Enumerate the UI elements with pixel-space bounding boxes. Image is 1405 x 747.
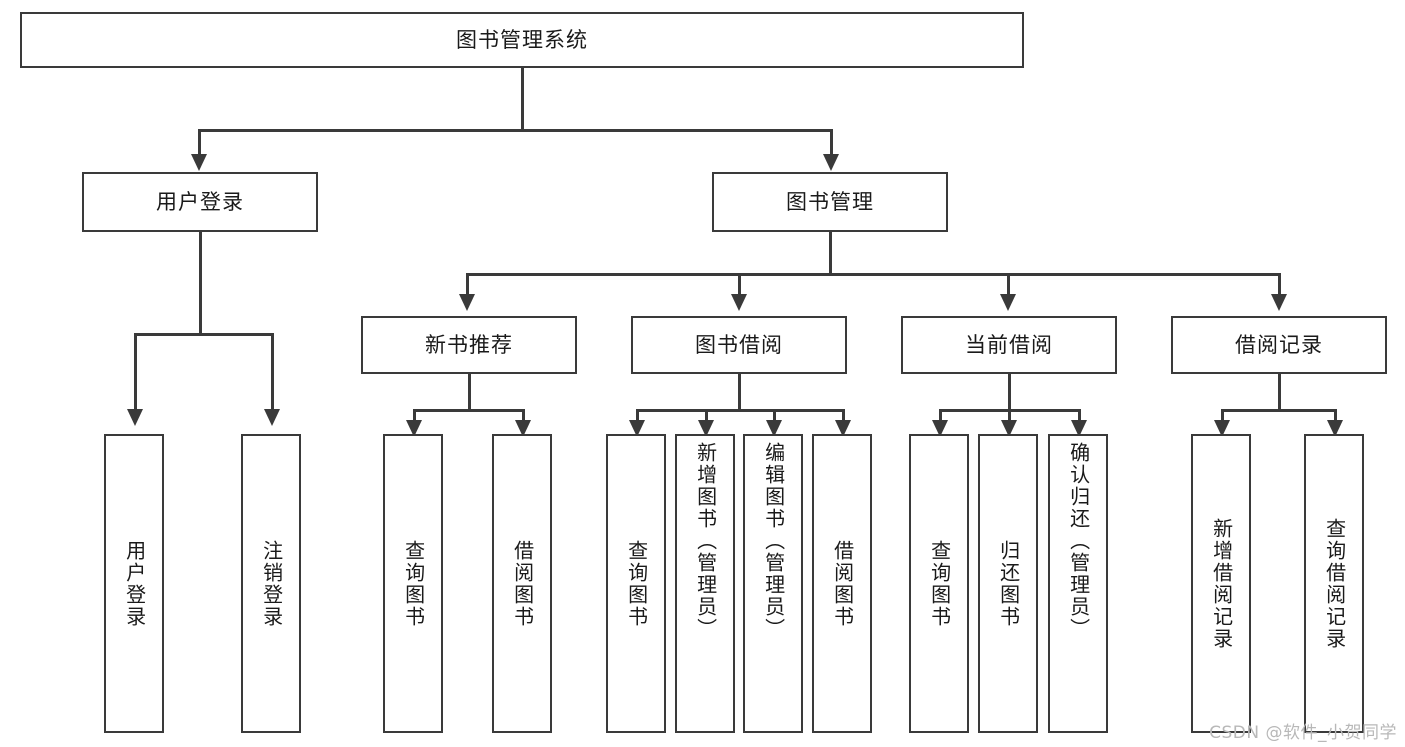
leaf-label: 查询图书	[624, 539, 649, 628]
arrowhead-book-mgmt	[823, 154, 839, 171]
leaf-new-book-query-book[interactable]: 查询图书	[383, 434, 443, 733]
arrowhead-new-book-leaf-1	[406, 420, 422, 437]
leaf-label: 查询图书	[401, 539, 426, 628]
connector-root-stem	[521, 68, 524, 131]
connector-drop-book-borrow-leaf-4	[842, 409, 845, 421]
connector-current-borrow-stem	[1008, 374, 1011, 411]
arrowhead-current-borrow-leaf-3	[1071, 420, 1087, 437]
connector-book-mgmt-stem	[829, 232, 832, 275]
arrowhead-book-borrow	[731, 294, 747, 311]
node-label: 图书管理	[786, 189, 874, 214]
connector-drop-new-book-leaf-2	[522, 409, 525, 421]
connector-new-book-bus	[414, 409, 524, 412]
connector-drop-book-borrow-leaf-1	[636, 409, 639, 421]
connector-drop-new-book-leaf-1	[413, 409, 416, 421]
connector-drop-user-login-leaf-2	[271, 333, 274, 410]
leaf-label: 确认归还（管理员）	[1066, 442, 1091, 640]
arrowhead-borrow-record-leaf-1	[1214, 420, 1230, 437]
node-label: 图书管理系统	[456, 27, 588, 52]
leaf-book-borrow-borrow-book[interactable]: 借阅图书	[812, 434, 872, 733]
leaf-label: 注销登录	[259, 539, 284, 628]
arrowhead-current-borrow-leaf-2	[1001, 420, 1017, 437]
connector-drop-book-borrow-leaf-3	[773, 409, 776, 421]
node-label: 图书借阅	[695, 332, 783, 357]
connector-drop-new-book	[466, 273, 469, 295]
leaf-book-borrow-add-book[interactable]: 新增图书（管理员）	[675, 434, 735, 733]
leaf-current-borrow-confirm-return[interactable]: 确认归还（管理员）	[1048, 434, 1108, 733]
leaf-label: 新增借阅记录	[1209, 517, 1234, 650]
connector-borrow-record-bus	[1222, 409, 1336, 412]
connector-root-bus	[198, 129, 833, 132]
arrowhead-current-borrow	[1000, 294, 1016, 311]
connector-drop-book-borrow	[738, 273, 741, 295]
leaf-label: 查询借阅记录	[1322, 517, 1347, 650]
node-label: 当前借阅	[965, 332, 1053, 357]
arrowhead-user-login-leaf-1	[127, 409, 143, 426]
arrowhead-borrow-record	[1271, 294, 1287, 311]
connector-book-borrow-stem	[738, 374, 741, 411]
leaf-current-borrow-return-book[interactable]: 归还图书	[978, 434, 1038, 733]
connector-borrow-record-stem	[1278, 374, 1281, 411]
connector-drop-current-borrow-leaf-3	[1078, 409, 1081, 421]
arrowhead-user-login-leaf-2	[264, 409, 280, 426]
leaf-label: 借阅图书	[830, 539, 855, 628]
arrowhead-book-borrow-leaf-1	[629, 420, 645, 437]
connector-drop-user-login-leaf-1	[134, 333, 137, 410]
leaf-borrow-record-add-record[interactable]: 新增借阅记录	[1191, 434, 1251, 733]
connector-drop-user-login	[198, 129, 201, 155]
connector-drop-current-borrow	[1007, 273, 1010, 295]
arrowhead-new-book-leaf-2	[515, 420, 531, 437]
connector-drop-borrow-record-leaf-2	[1334, 409, 1337, 421]
leaf-borrow-record-query-record[interactable]: 查询借阅记录	[1304, 434, 1364, 733]
node-book-management[interactable]: 图书管理	[712, 172, 948, 232]
connector-drop-book-borrow-leaf-2	[705, 409, 708, 421]
leaf-label: 借阅图书	[510, 539, 535, 628]
arrowhead-new-book	[459, 294, 475, 311]
connector-drop-current-borrow-leaf-2	[1008, 409, 1011, 421]
leaf-book-borrow-query-book[interactable]: 查询图书	[606, 434, 666, 733]
connector-drop-book-mgmt	[830, 129, 833, 155]
node-user-login[interactable]: 用户登录	[82, 172, 318, 232]
node-borrow-record[interactable]: 借阅记录	[1171, 316, 1387, 374]
connector-drop-current-borrow-leaf-1	[939, 409, 942, 421]
leaf-label: 编辑图书（管理员）	[761, 442, 786, 640]
arrowhead-book-borrow-leaf-3	[766, 420, 782, 437]
leaf-current-borrow-query-book[interactable]: 查询图书	[909, 434, 969, 733]
connector-book-mgmt-bus	[466, 273, 1280, 276]
arrowhead-book-borrow-leaf-4	[835, 420, 851, 437]
arrowhead-current-borrow-leaf-1	[932, 420, 948, 437]
connector-book-borrow-bus	[637, 409, 845, 412]
leaf-user-login-login[interactable]: 用户登录	[104, 434, 164, 733]
node-current-borrow[interactable]: 当前借阅	[901, 316, 1117, 374]
node-new-book-recommend[interactable]: 新书推荐	[361, 316, 577, 374]
connector-drop-borrow-record	[1278, 273, 1281, 295]
leaf-label: 新增图书（管理员）	[693, 442, 718, 640]
connector-user-login-stem	[199, 232, 202, 335]
leaf-user-login-logout[interactable]: 注销登录	[241, 434, 301, 733]
leaf-label: 归还图书	[996, 539, 1021, 628]
leaf-label: 用户登录	[122, 539, 147, 628]
arrowhead-book-borrow-leaf-2	[698, 420, 714, 437]
node-label: 借阅记录	[1235, 332, 1323, 357]
arrowhead-borrow-record-leaf-2	[1327, 420, 1343, 437]
connector-new-book-stem	[468, 374, 471, 411]
node-label: 新书推荐	[425, 332, 513, 357]
connector-drop-borrow-record-leaf-1	[1221, 409, 1224, 421]
leaf-label: 查询图书	[927, 539, 952, 628]
node-root-system[interactable]: 图书管理系统	[20, 12, 1024, 68]
connector-user-login-bus	[135, 333, 272, 336]
node-book-borrow[interactable]: 图书借阅	[631, 316, 847, 374]
node-label: 用户登录	[156, 189, 244, 214]
arrowhead-user-login	[191, 154, 207, 171]
leaf-new-book-borrow-book[interactable]: 借阅图书	[492, 434, 552, 733]
leaf-book-borrow-edit-book[interactable]: 编辑图书（管理员）	[743, 434, 803, 733]
